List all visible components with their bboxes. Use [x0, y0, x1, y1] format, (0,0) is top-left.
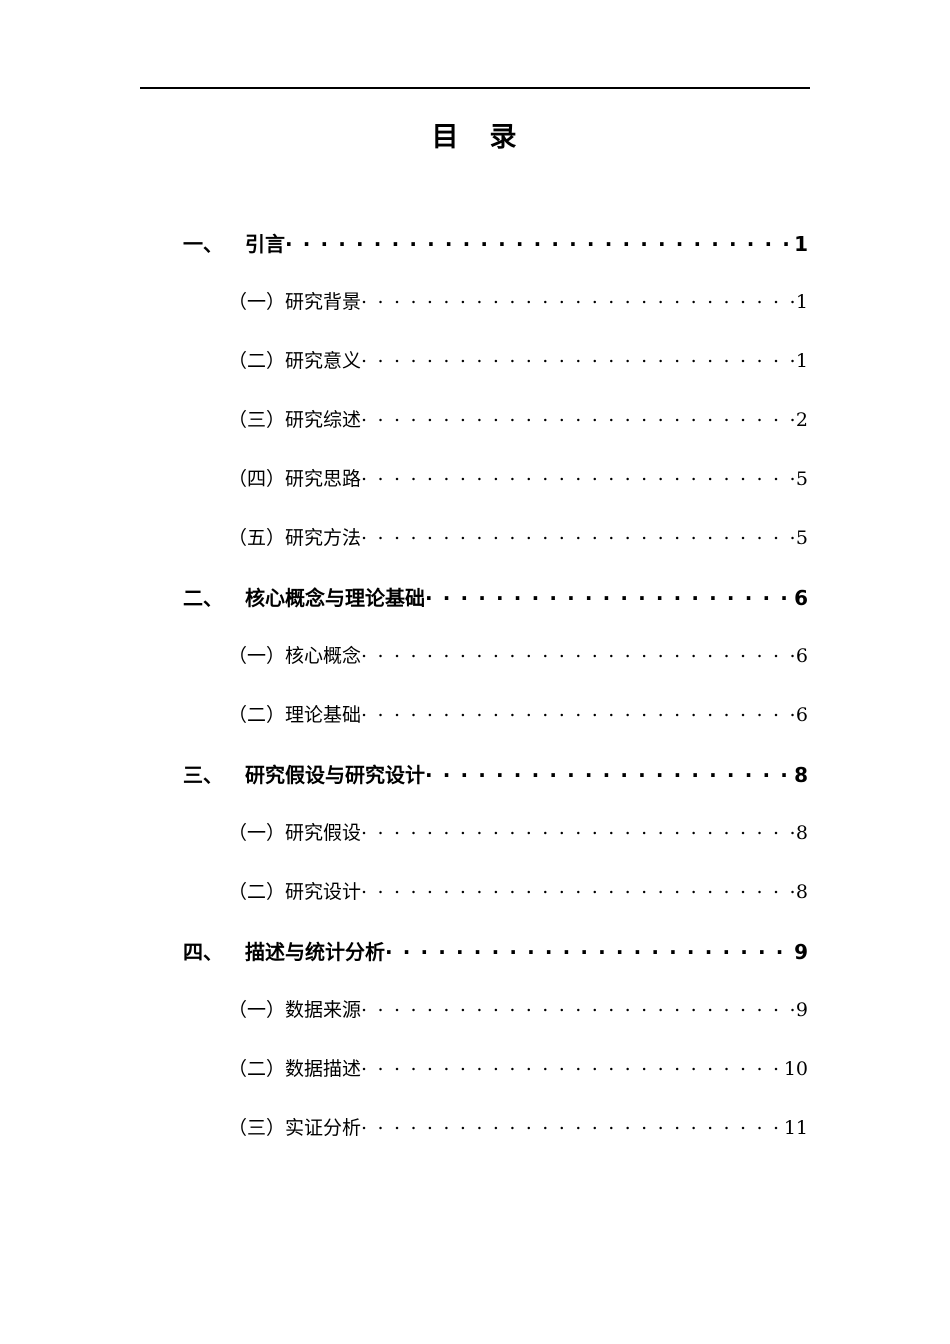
toc-entry-page-number: 10 — [783, 1058, 808, 1080]
toc-entry[interactable]: （三）实证分析 11 — [183, 1113, 808, 1172]
toc-entry[interactable]: （五）研究方法 5 — [183, 523, 808, 582]
toc-dot-leader — [361, 1115, 782, 1134]
toc-entry-page-number: 8 — [795, 881, 808, 903]
toc-entry[interactable]: 四、描述与统计分析 9 — [183, 936, 808, 995]
toc-dot-leader — [285, 231, 792, 251]
toc-entry-page-number: 1 — [795, 350, 808, 372]
toc-dot-leader — [361, 348, 794, 367]
toc-entry-label: （一）研究背景 — [228, 291, 362, 313]
toc-entry[interactable]: （三）研究综述 2 — [183, 405, 808, 464]
toc-entry-label: （二）理论基础 — [228, 704, 362, 726]
toc-dot-leader — [361, 997, 794, 1016]
toc-entry[interactable]: （一）研究假设 8 — [183, 818, 808, 877]
toc-entry-page-number: 8 — [794, 763, 808, 787]
toc-entry[interactable]: （四）研究思路 5 — [183, 464, 808, 523]
toc-dot-leader — [361, 1056, 782, 1075]
page-title: 目 录 — [431, 122, 519, 153]
toc-entry-page-number: 5 — [795, 527, 808, 549]
toc-entry[interactable]: 二、核心概念与理论基础 6 — [183, 582, 808, 641]
toc-dot-leader — [361, 879, 794, 898]
header-rule — [140, 87, 810, 89]
toc-dot-leader — [361, 289, 794, 308]
toc-entry-label: 研究假设与研究设计 — [245, 763, 425, 787]
toc-entry-page-number: 6 — [794, 586, 808, 610]
toc-entry-page-number: 1 — [795, 291, 808, 313]
toc-dot-leader — [385, 939, 792, 959]
toc-entry-label: （三）实证分析 — [228, 1117, 362, 1139]
table-of-contents: 一、引言1（一）研究背景1（二）研究意义1（三）研究综述2（四）研究思路5（五）… — [183, 228, 808, 1172]
toc-dot-leader — [361, 525, 794, 544]
toc-entry-label: 描述与统计分析 — [245, 940, 385, 964]
toc-dot-leader — [425, 762, 792, 782]
toc-entry-label: （三）研究综述 — [228, 409, 362, 431]
toc-dot-leader — [361, 407, 794, 426]
toc-entry-page-number: 6 — [795, 645, 808, 667]
toc-entry[interactable]: 三、研究假设与研究设计 8 — [183, 759, 808, 818]
toc-entry[interactable]: （一）数据来源 9 — [183, 995, 808, 1054]
toc-entry[interactable]: （二）研究设计 8 — [183, 877, 808, 936]
toc-entry-page-number: 9 — [795, 999, 808, 1021]
toc-dot-leader — [361, 466, 794, 485]
toc-entry[interactable]: （一）核心概念 6 — [183, 641, 808, 700]
toc-entry-label: 核心概念与理论基础 — [245, 586, 425, 610]
toc-entry-number: 二、 — [183, 586, 223, 610]
toc-entry[interactable]: （二）数据描述 10 — [183, 1054, 808, 1113]
toc-entry-page-number: 8 — [795, 822, 808, 844]
toc-entry[interactable]: （二）研究意义 1 — [183, 346, 808, 405]
toc-entry-page-number: 5 — [795, 468, 808, 490]
toc-entry-label: （一）数据来源 — [228, 999, 362, 1021]
toc-dot-leader — [361, 702, 794, 721]
toc-entry-number: 一、 — [183, 232, 223, 256]
toc-entry[interactable]: 一、引言 1 — [183, 228, 808, 287]
toc-entry-number: 四、 — [183, 940, 223, 964]
toc-entry-page-number: 11 — [783, 1117, 808, 1139]
toc-entry-label: 引言 — [245, 232, 285, 256]
toc-entry-page-number: 1 — [794, 232, 808, 256]
toc-dot-leader — [425, 585, 792, 605]
toc-dot-leader — [361, 643, 794, 662]
toc-entry-page-number: 2 — [795, 409, 808, 431]
toc-entry-label: （五）研究方法 — [228, 527, 362, 549]
toc-entry[interactable]: （一）研究背景 1 — [183, 287, 808, 346]
toc-entry-page-number: 9 — [794, 940, 808, 964]
toc-entry-label: （二）研究意义 — [228, 350, 362, 372]
toc-entry[interactable]: （二）理论基础 6 — [183, 700, 808, 759]
toc-entry-label: （一）研究假设 — [228, 822, 362, 844]
toc-entry-label: （二）研究设计 — [228, 881, 362, 903]
toc-entry-label: （一）核心概念 — [228, 645, 362, 667]
toc-dot-leader — [361, 820, 794, 839]
toc-entry-label: （二）数据描述 — [228, 1058, 362, 1080]
toc-entry-label: （四）研究思路 — [228, 468, 362, 490]
toc-entry-number: 三、 — [183, 763, 223, 787]
toc-entry-page-number: 6 — [795, 704, 808, 726]
